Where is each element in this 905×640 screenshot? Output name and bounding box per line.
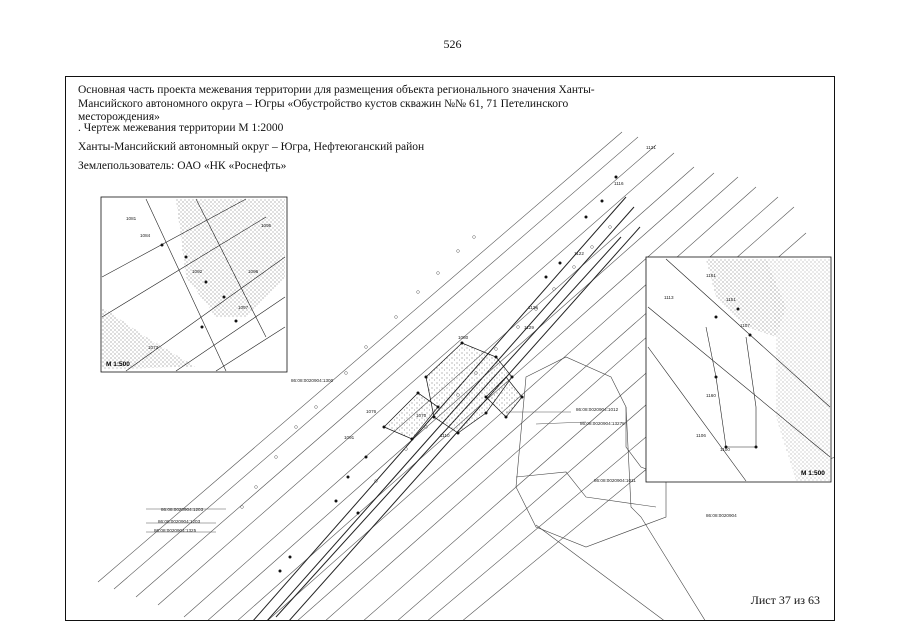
pt-1080: 1080 <box>458 335 469 340</box>
pt-1110: 1110 <box>440 433 450 438</box>
label-1012: 86:08:0020904:1012 <box>576 407 619 412</box>
label-block: 86:08:0020904 <box>706 513 737 518</box>
map-marks <box>240 225 612 509</box>
inset-left: М 1:500 <box>100 196 288 373</box>
inset-pt-1096: 1096 <box>248 269 259 274</box>
label-13278: 86:08:0020904:13278 <box>580 421 625 426</box>
label-1011: 86:08:0020904:1011 <box>594 478 636 483</box>
pt-1076: 1076 <box>366 409 377 414</box>
inset-left-scale: М 1:500 <box>106 361 130 368</box>
pt-1126: 1126 <box>528 305 538 310</box>
cadastral-labels: 86:08:0020904:1012 86:08:0020904:13278 8… <box>126 145 750 533</box>
inset-pt-1161: 1161 <box>706 273 716 278</box>
inset-pt-1092: 1092 <box>192 269 203 274</box>
label-1325: 86:08:0020904:1325 <box>154 528 197 533</box>
label-1203-a: 86:08:0020904:1203 <box>161 507 204 512</box>
region-text: Ханты-Мансийский автономный округ – Югра… <box>78 141 425 153</box>
inset-right: М 1:500 <box>645 256 832 483</box>
drawing-frame: М 1:500 М 1:500 <box>65 76 835 621</box>
pt-1091: 1091 <box>344 435 355 440</box>
well-pad <box>383 342 523 440</box>
document-title: Основная часть проекта межевания террито… <box>78 84 595 123</box>
inset-pt-1100: 1100 <box>720 447 730 452</box>
page-number: 526 <box>443 37 462 51</box>
inset-pt-1084: 1084 <box>140 233 151 238</box>
sheet-number: Лист 37 из 63 <box>750 593 820 607</box>
pt-1129: 1129 <box>524 325 534 330</box>
inset-pt-1106: 1106 <box>696 433 706 438</box>
pt-1121: 1121 <box>646 145 656 150</box>
inset-pt-1073: 1073 <box>148 345 159 350</box>
inset-pt-1160: 1160 <box>706 393 716 398</box>
land-user-text: Землепользователь: ОАО «НК «Роснефть» <box>78 160 287 172</box>
survey-points <box>278 175 618 573</box>
inset-pt-1107: 1107 <box>740 323 750 328</box>
inset-pt-1097: 1097 <box>238 305 249 310</box>
drawing-subtitle: . Чертеж межевания территории М 1:2000 <box>78 122 284 134</box>
inset-pt-1095: 1095 <box>261 223 272 228</box>
pt-1070: 1070 <box>416 413 427 418</box>
inset-pt-1113: 1113 <box>664 295 674 300</box>
inset-pt-1151: 1151 <box>726 297 736 302</box>
label-1300: 86:08:0020904:1300 <box>291 378 334 383</box>
pt-1122: 1122 <box>574 251 584 256</box>
leader-lines <box>146 411 587 533</box>
inset-right-scale: М 1:500 <box>801 470 825 477</box>
cadastral-drawing: М 1:500 М 1:500 <box>97 131 834 620</box>
pt-1116: 1116 <box>614 181 624 186</box>
label-1203-b: 86:08:0020904:1203 <box>158 519 201 524</box>
inset-pt-1081: 1081 <box>126 216 137 221</box>
